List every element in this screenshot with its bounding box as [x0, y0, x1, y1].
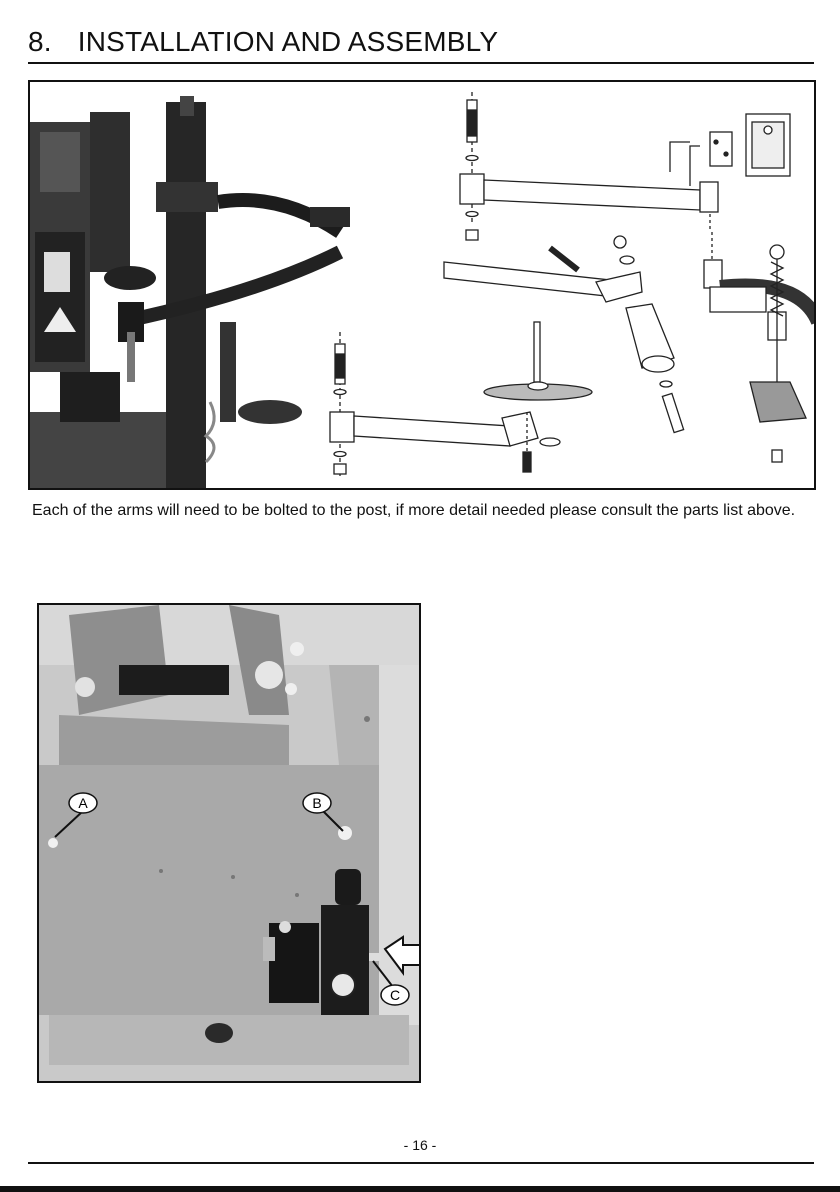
machine-base-photo: A B C [39, 605, 419, 1081]
label-b: B [312, 795, 321, 811]
assembly-illustration [30, 82, 814, 488]
page-number: - 16 - [0, 1137, 840, 1153]
label-c: C [390, 987, 400, 1003]
label-a: A [78, 795, 88, 811]
base-photo: A B C [37, 603, 421, 1083]
machine-photo [30, 96, 350, 488]
instruction-caption: Each of the arms will need to be bolted … [32, 500, 812, 521]
section-number: 8. [28, 24, 52, 60]
exploded-parts-drawing [330, 92, 814, 478]
bottom-edge [0, 1186, 840, 1192]
footer-rule [28, 1162, 814, 1164]
section-heading: 8. INSTALLATION AND ASSEMBLY [28, 24, 814, 64]
assembly-diagram [28, 80, 816, 490]
section-title: INSTALLATION AND ASSEMBLY [78, 24, 498, 60]
